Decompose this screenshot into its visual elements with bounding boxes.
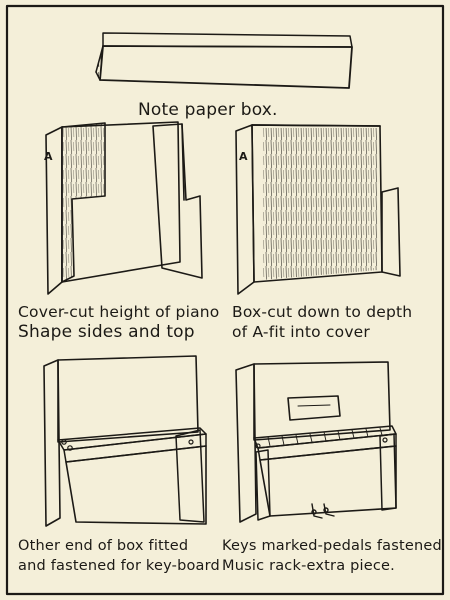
caption-box-cut: Box-cut down to depth of A-fit into cove…: [232, 302, 412, 342]
key-marks: [267, 427, 383, 447]
box-label-a: A: [239, 150, 248, 163]
caption-box-line2: of A-fit into cover: [232, 323, 370, 341]
caption-note-paper-box: Note paper box.: [138, 100, 278, 120]
page-border: [5, 4, 445, 596]
caption-cover-line1: Cover-cut height of piano: [18, 303, 220, 321]
caption-keys-marked: Keys marked-pedals fastened Music rack-e…: [222, 536, 442, 576]
caption-other-line2: and fastened for key-board: [18, 558, 220, 574]
caption-top-line: Note paper box.: [138, 100, 278, 120]
caption-cover-line2: Shape sides and top: [18, 322, 195, 342]
box-cut-drawing: [235, 124, 401, 295]
caption-cover: Cover-cut height of piano Shape sides an…: [18, 302, 220, 342]
cover-label-a: A: [44, 150, 53, 163]
caption-other-line1: Other end of box fitted: [18, 538, 189, 554]
caption-keys-line2: Music rack-extra piece.: [222, 558, 395, 574]
caption-keys-line1: Keys marked-pedals fastened: [222, 538, 442, 554]
caption-box-line1: Box-cut down to depth: [232, 303, 413, 321]
note-paper-box-drawing: [95, 32, 353, 89]
caption-other-end: Other end of box fitted and fastened for…: [18, 536, 220, 576]
pedals: [311, 503, 335, 519]
keys-marked-drawing: [235, 361, 397, 523]
cover-drawing: [45, 121, 203, 295]
other-end-drawing: [43, 355, 207, 527]
